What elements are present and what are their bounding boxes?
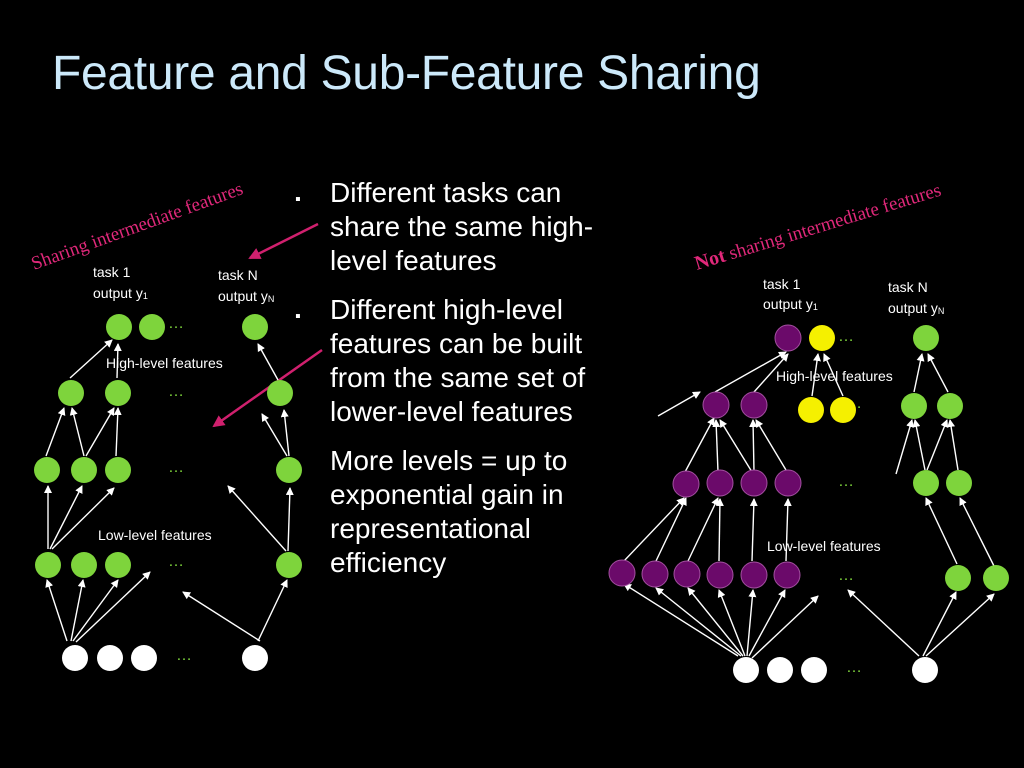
bullet-item: ▪ Different tasks can share the same hig… bbox=[292, 176, 652, 278]
bullet-text-line: lower-level features bbox=[330, 396, 573, 427]
task1-label-line1: task 1 bbox=[93, 264, 131, 280]
ellipsis: … bbox=[176, 647, 192, 664]
square-bullet-icon: ▪ bbox=[295, 191, 301, 208]
bullet-list: ▪ Different tasks can share the same hig… bbox=[292, 176, 652, 595]
high-level-feature-node bbox=[702, 391, 730, 419]
input-node bbox=[97, 645, 123, 671]
bullet-text-line: exponential gain in bbox=[330, 479, 564, 510]
high-level-feature-node bbox=[937, 393, 963, 419]
high-level-feature-node bbox=[798, 397, 824, 423]
non-shared-features-diagram: Not sharing intermediate features task 1… bbox=[608, 179, 1009, 683]
right-edges bbox=[622, 351, 995, 659]
mid-level-feature-node bbox=[34, 457, 60, 483]
mid-level-feature-node bbox=[71, 457, 97, 483]
sharing-caption: Sharing intermediate features bbox=[29, 178, 246, 274]
bullet-text-line: Different tasks can bbox=[330, 177, 562, 208]
ellipsis: … bbox=[168, 383, 184, 400]
ellipsis: … bbox=[168, 553, 184, 570]
low-level-feature-node bbox=[105, 552, 131, 578]
high-level-feature-node bbox=[901, 393, 927, 419]
task-output-node bbox=[242, 314, 268, 340]
shared-features-diagram: Sharing intermediate features task 1 out… bbox=[29, 178, 323, 671]
mid-level-feature-node bbox=[913, 470, 939, 496]
slide-title: Feature and Sub-Feature Sharing bbox=[52, 47, 761, 100]
bullet-text-line: representational bbox=[330, 513, 531, 544]
mid-level-feature-node bbox=[706, 469, 734, 497]
ellipsis: … bbox=[838, 473, 854, 490]
ellipsis: … bbox=[846, 395, 862, 412]
high-level-feature-node bbox=[58, 380, 84, 406]
taskN-label-line2: output yN bbox=[218, 288, 274, 304]
bullet-text-line: from the same set of bbox=[330, 362, 586, 393]
bullet-text-line: Different high-level bbox=[330, 294, 563, 325]
task-output-node bbox=[106, 314, 132, 340]
low-level-feature-node bbox=[773, 561, 801, 589]
high-level-features-label: High-level features bbox=[106, 355, 223, 371]
high-level-features-label: High-level features bbox=[776, 368, 893, 384]
low-level-feature-node bbox=[983, 565, 1009, 591]
input-node bbox=[767, 657, 793, 683]
square-bullet-icon: ▪ bbox=[295, 459, 301, 476]
task-output-node bbox=[774, 324, 802, 352]
low-level-feature-node bbox=[35, 552, 61, 578]
left-nodes bbox=[34, 314, 302, 671]
low-level-feature-node bbox=[71, 552, 97, 578]
low-level-feature-node bbox=[706, 561, 734, 589]
bullet-text-line: features can be built bbox=[330, 328, 583, 359]
low-level-features-label: Low-level features bbox=[767, 538, 881, 554]
left-edges bbox=[44, 339, 294, 643]
task1-label-line2: output y1 bbox=[93, 285, 148, 301]
taskN-label-line2: output yN bbox=[888, 300, 944, 316]
bullet-item: ▪ More levels = up to exponential gain i… bbox=[292, 444, 652, 580]
task1-label-line1: task 1 bbox=[763, 276, 801, 292]
input-node bbox=[733, 657, 759, 683]
low-level-feature-node bbox=[740, 561, 768, 589]
high-level-feature-node bbox=[830, 397, 856, 423]
taskN-label-line1: task N bbox=[218, 267, 258, 283]
input-node bbox=[131, 645, 157, 671]
bullet-text-line: efficiency bbox=[330, 547, 447, 578]
high-level-feature-node bbox=[105, 380, 131, 406]
high-level-feature-node bbox=[267, 380, 293, 406]
mid-level-feature-node bbox=[105, 457, 131, 483]
mid-level-feature-node bbox=[672, 470, 700, 498]
input-node bbox=[912, 657, 938, 683]
square-bullet-icon: ▪ bbox=[295, 308, 301, 325]
low-level-feature-node bbox=[673, 560, 701, 588]
mid-level-feature-node bbox=[774, 469, 802, 497]
ellipsis: … bbox=[168, 315, 184, 332]
high-level-feature-node bbox=[740, 391, 768, 419]
ellipsis: … bbox=[838, 567, 854, 584]
input-node bbox=[242, 645, 268, 671]
low-level-features-label: Low-level features bbox=[98, 527, 212, 543]
bullet-text-line: level features bbox=[330, 245, 497, 276]
task-output-node bbox=[913, 325, 939, 351]
ellipsis: … bbox=[838, 328, 854, 345]
ellipsis: … bbox=[846, 659, 862, 676]
not-sharing-caption: Not sharing intermediate features bbox=[692, 179, 944, 275]
mid-level-feature-node bbox=[740, 469, 768, 497]
task1-label-line2: output y1 bbox=[763, 296, 818, 312]
taskN-label-line1: task N bbox=[888, 279, 928, 295]
bullet-item: ▪ Different high-level features can be b… bbox=[292, 293, 652, 429]
mid-level-feature-node bbox=[946, 470, 972, 496]
right-nodes: High-level features Low-level features bbox=[608, 324, 1009, 683]
bullet-text-line: share the same high- bbox=[330, 211, 594, 242]
task-output-node bbox=[139, 314, 165, 340]
input-node bbox=[62, 645, 88, 671]
task-output-node bbox=[809, 325, 835, 351]
ellipsis: … bbox=[168, 459, 184, 476]
bullet-text-line: More levels = up to bbox=[330, 445, 568, 476]
input-node bbox=[801, 657, 827, 683]
low-level-feature-node bbox=[945, 565, 971, 591]
